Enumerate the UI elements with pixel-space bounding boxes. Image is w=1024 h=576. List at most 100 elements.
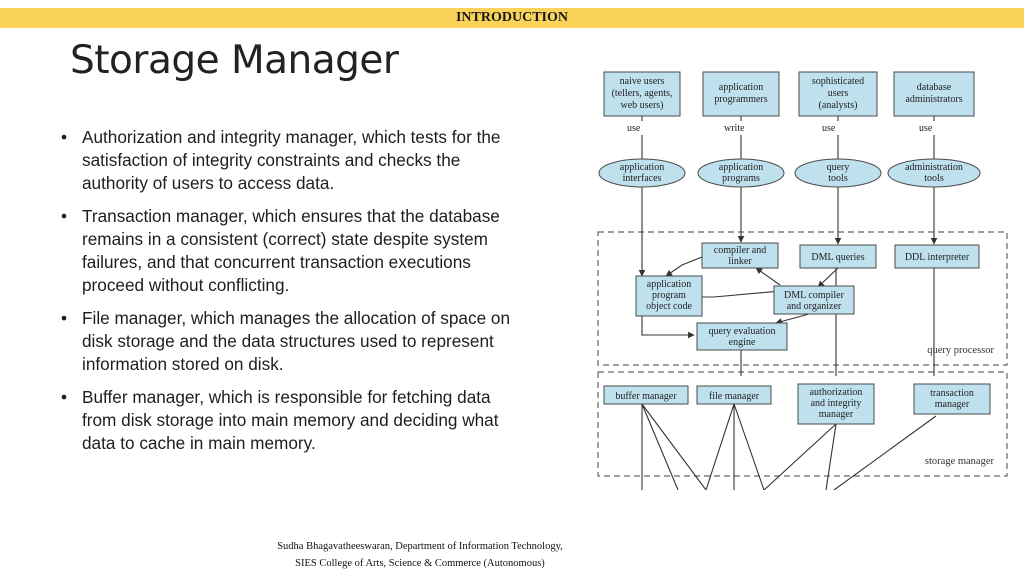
compiler-linker-box [701,242,779,269]
bullet-line: disk storage and the data structures use… [82,331,494,351]
bullet-line: information stored on disk. [82,354,284,374]
box-text: file manager [709,391,760,402]
db-admins-box [893,71,975,117]
user-boxes: naive users (tellers, agents, web users)… [603,71,975,117]
box-text: web users) [620,100,663,111]
ellipse-text: application [719,162,763,173]
ellipse-text: interfaces [623,173,662,184]
bullet-item: File manager, which manages the allocati… [58,307,578,376]
query-tools-ellipse [794,158,882,188]
section-header-bar: INTRODUCTION [0,8,1024,28]
box-text: programmers [714,94,767,105]
query-processor-label: query processor [927,345,994,356]
box-text: DML compiler [784,290,845,301]
connector-line [705,403,735,490]
connector-line [825,423,837,490]
box-text: object code [646,301,692,312]
box-text: naive users [620,76,665,87]
box-text: application [647,279,691,290]
bullet-line: from disk storage into main memory and d… [82,410,499,430]
connector-line [733,403,765,490]
box-text: buffer manager [615,391,677,402]
ddl-interpreter-box [894,244,980,269]
bullet-item: Buffer manager, which is responsible for… [58,386,578,455]
action-label: use [822,123,836,134]
connector-line [833,415,937,490]
label-bg [910,121,956,135]
footer-author: Sudha Bhagavatheeswaran, Department of I… [277,541,563,552]
bullet-line: Buffer manager, which is responsible for… [82,387,491,407]
connector-line [775,313,810,325]
file-manager-box [696,385,772,405]
box-text: application [719,82,763,93]
bullet-list: Authorization and integrity manager, whi… [58,126,578,465]
ellipse-text: tools [828,173,848,184]
slide-footer: Sudha Bhagavatheeswaran, Department of I… [230,538,610,572]
connector-line [665,256,703,277]
action-label: use [919,123,933,134]
ellipse-text: programs [722,173,760,184]
app-programmers-box [702,71,780,117]
box-text: and integrity [811,398,862,409]
dml-compiler-box [773,285,855,315]
box-text: query evaluation [709,326,776,337]
connector-line [755,267,781,286]
buffer-manager-box [603,385,689,405]
bullet-line: satisfaction of integrity constraints an… [82,150,461,170]
bullet-line: data to cache in main memory. [82,433,316,453]
bullet-item: Authorization and integrity manager, whi… [58,126,578,195]
box-text: users [828,88,849,99]
box-text: program [652,290,686,301]
label-bg [716,121,766,135]
ellipse-text: query [827,162,850,173]
section-header-label: INTRODUCTION [455,10,568,25]
slide-title: Storage Manager [70,38,399,83]
box-text: database [917,82,952,93]
app-object-code-box [635,275,703,317]
bullet-line: authority of users to access data. [82,173,335,193]
query-processor-region [597,231,1008,366]
bullet-line: proceed without conflicting. [82,275,290,295]
box-text: (tellers, agents, [612,88,673,99]
box-text: (analysts) [819,100,858,111]
naive-users-box [603,71,681,117]
box-text: DDL interpreter [905,252,970,263]
query-eval-engine-box [696,322,788,351]
box-text: manager [935,399,970,410]
box-text: transaction [930,388,974,399]
ellipse-text: tools [924,173,944,184]
bullet-line: Authorization and integrity manager, whi… [82,127,501,147]
transaction-manager-box [913,383,991,415]
app-interfaces-ellipse [598,158,686,188]
box-text: engine [729,337,756,348]
label-bg [814,121,860,135]
sophisticated-users-box [798,71,878,117]
app-programs-ellipse [697,158,785,188]
box-text: sophisticated [812,76,864,87]
bullet-item: Transaction manager, which ensures that … [58,205,578,297]
connector-line [641,403,679,490]
box-text: compiler and [714,245,766,256]
connector-line [641,403,707,490]
bullet-line: remains in a consistent (correct) state … [82,229,488,249]
dml-queries-box [799,244,877,269]
box-text: manager [819,409,854,420]
box-text: administrators [905,94,962,105]
admin-tools-ellipse [887,158,981,188]
bullet-line: failures, and that concurrent transactio… [82,252,471,272]
ellipse-text: application [620,162,664,173]
bullet-line: File manager, which manages the allocati… [82,308,511,328]
auth-integrity-manager-box [797,383,875,425]
box-text: DML queries [811,252,864,263]
action-label: use [627,123,641,134]
database-architecture-diagram: query processor storage manager [597,71,1008,490]
label-bg [618,121,664,135]
storage-manager-region [597,371,1008,477]
ellipse-text: administration [905,162,963,173]
box-text: authorization [810,387,863,398]
storage-manager-label: storage manager [925,456,995,467]
connector-line [763,423,837,490]
connector-line [817,267,839,288]
bullet-line: Transaction manager, which ensures that … [82,206,500,226]
box-text: and organizer [787,301,842,312]
